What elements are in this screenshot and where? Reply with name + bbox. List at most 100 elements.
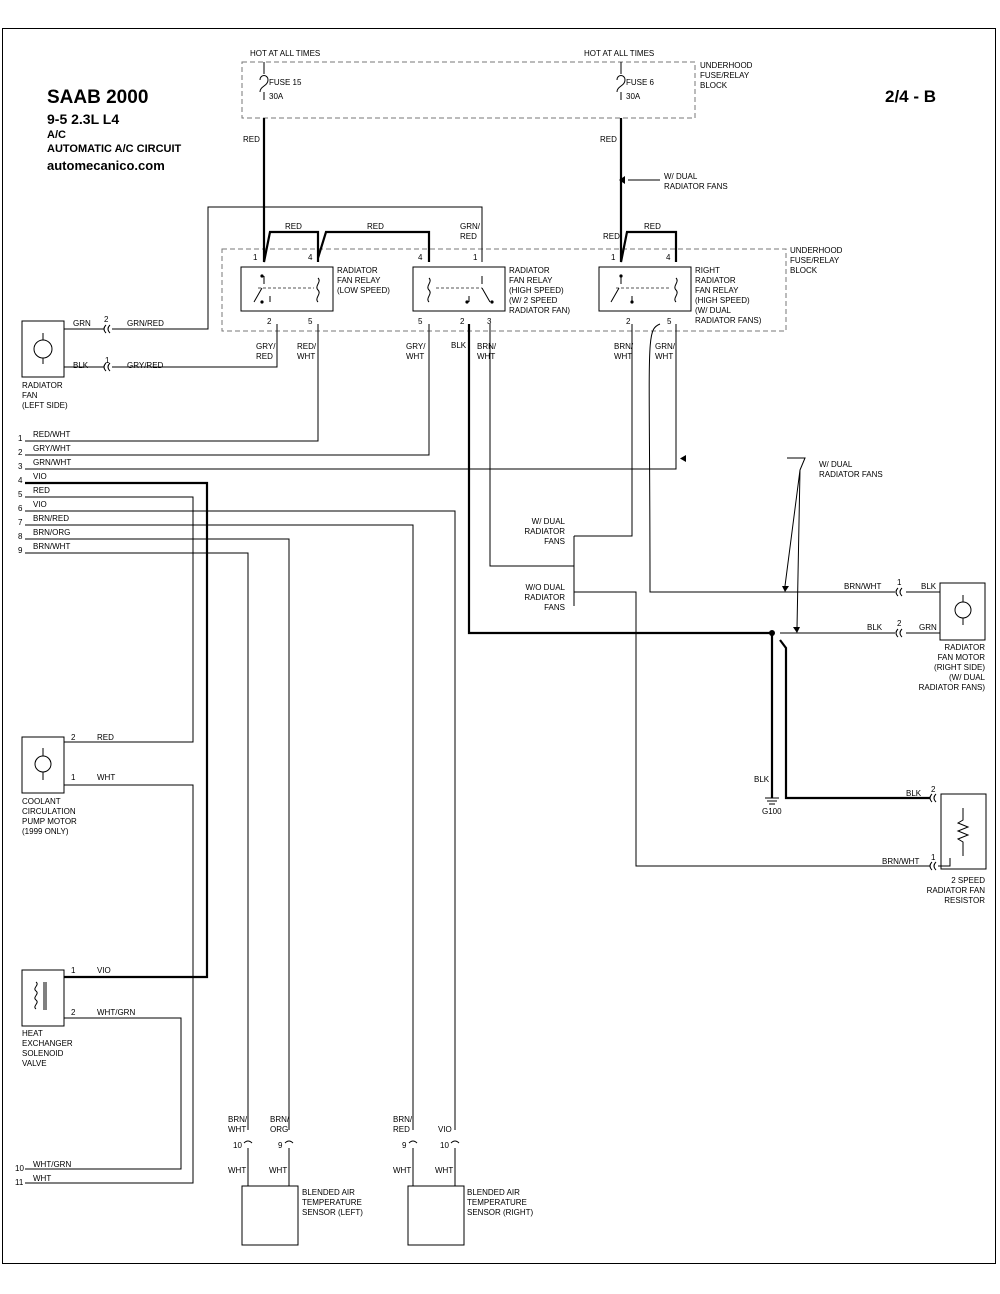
relay1-pin5: 5	[308, 317, 313, 326]
wire-blk-ground: BLK	[754, 775, 770, 784]
wire-brn-wht-rfan: BRN/WHT	[844, 582, 882, 591]
row-color: BRN/RED	[33, 514, 70, 523]
wire-red-pump: RED	[97, 733, 114, 742]
wire-grn-wht-relay3: GRN/ WHT	[655, 342, 675, 361]
relay2-pin4: 4	[418, 253, 423, 262]
wire-wht-grn-solenoid: WHT/GRN	[97, 1008, 136, 1017]
fuse-block-label: UNDERHOOD FUSE/RELAY BLOCK	[700, 61, 753, 90]
left-fan-pin1: 1	[105, 356, 110, 365]
wire-vio-sensor-right: VIO	[438, 1125, 452, 1134]
pump-motor-symbol	[34, 755, 52, 773]
relay1-pin2: 2	[267, 317, 272, 326]
row-pin: 8	[18, 532, 23, 541]
circuit-name: AUTOMATIC A/C CIRCUIT	[47, 143, 182, 155]
engine-spec: 9-5 2.3L L4	[47, 111, 120, 127]
left-fan-box	[21, 320, 65, 378]
relay-right-label: RIGHT RADIATOR FAN RELAY (HIGH SPEED) (W…	[695, 266, 762, 325]
solenoid-pin2: 2	[71, 1008, 76, 1017]
wire-gry-red-stack: GRY/ RED	[256, 342, 276, 361]
solenoid-label: HEAT EXCHANGER SOLENOID VALVE	[22, 1029, 73, 1068]
relay2-pin5: 5	[418, 317, 423, 326]
wire-brn-wht-resistor: BRN/WHT	[882, 857, 920, 866]
relay3-pin4: 4	[666, 253, 671, 262]
left-fan-label: RADIATOR FAN (LEFT SIDE)	[22, 381, 68, 410]
rfan-pin2: 2	[897, 619, 902, 628]
wire-red-bus1: RED	[285, 222, 302, 231]
left-fan-pin2: 2	[104, 315, 109, 324]
wire-brn-wht-relay3: BRN/ WHT	[614, 342, 634, 361]
relay-low-box	[240, 266, 334, 312]
sensor-right-label: BLENDED AIR TEMPERATURE SENSOR (RIGHT)	[467, 1188, 534, 1217]
sensor-left-pin9: 9	[278, 1141, 283, 1150]
wire-grn-red-relay: GRN/ RED	[460, 222, 480, 241]
relay2-pin3: 3	[487, 317, 492, 326]
wire-blk-resistor: BLK	[906, 789, 922, 798]
wire-grn-red: GRN/RED	[127, 319, 164, 328]
wire-blk-rfan: BLK	[921, 582, 937, 591]
relay1-pin4: 4	[308, 253, 313, 262]
relay3-pin1: 1	[611, 253, 616, 262]
pump-box	[21, 736, 65, 794]
wire-gry-wht-stack: GRY/ WHT	[406, 342, 426, 361]
wire-brn-org-sensor-left: BRN/ ORG	[270, 1115, 290, 1134]
sensor-right-box	[407, 1185, 465, 1246]
wire-vio-solenoid: VIO	[97, 966, 111, 975]
wire-brn-wht-relay2: BRN/ WHT	[477, 342, 497, 361]
row-color: WHT	[33, 1174, 52, 1183]
wire-wht-sensor-right1: WHT	[393, 1166, 412, 1175]
fuse15-amp: 30A	[269, 92, 284, 101]
row-color: GRN/WHT	[33, 458, 72, 467]
wire-red-right: RED	[600, 135, 617, 144]
row-pin: 1	[18, 434, 23, 443]
relay-high-box	[412, 266, 506, 312]
resistor-pin2: 2	[931, 785, 936, 794]
rfan-pin1: 1	[897, 578, 902, 587]
hot-label-right: HOT AT ALL TIMES	[584, 49, 655, 58]
right-fan-motor-symbol	[954, 601, 972, 619]
site-name: automecanico.com	[47, 158, 165, 173]
sensor-right-pin9: 9	[402, 1141, 407, 1150]
wire-wht-sensor-right2: WHT	[435, 1166, 454, 1175]
relay-high-label: RADIATOR FAN RELAY (HIGH SPEED) (W/ 2 SP…	[509, 266, 571, 315]
row-color: WHT/GRN	[33, 1160, 72, 1169]
relay-low-label: RADIATOR FAN RELAY (LOW SPEED)	[337, 266, 390, 295]
wire-red-wht-stack: RED/ WHT	[297, 342, 317, 361]
fuse6-label: FUSE 6	[626, 78, 655, 87]
right-fan-box	[939, 582, 986, 641]
relay-right-box	[598, 266, 692, 312]
fuse6-amp: 30A	[626, 92, 641, 101]
wire-blk-rfan2: BLK	[867, 623, 883, 632]
wire-red-left: RED	[243, 135, 260, 144]
pump-pin2: 2	[71, 733, 76, 742]
pump-label: COOLANT CIRCULATION PUMP MOTOR (1999 ONL…	[22, 797, 77, 836]
hot-label-left: HOT AT ALL TIMES	[250, 49, 321, 58]
row-pin: 11	[15, 1178, 24, 1187]
note-with-dual: W/ DUAL RADIATOR FANS	[524, 517, 565, 546]
relay1-pin1: 1	[253, 253, 258, 262]
row-color: BRN/WHT	[33, 542, 71, 551]
wire-brn-red-sensor-right: BRN/ RED	[393, 1115, 413, 1134]
row-pin: 10	[15, 1164, 24, 1173]
relay-block-label: UNDERHOOD FUSE/RELAY BLOCK	[790, 246, 843, 275]
solenoid-box	[21, 969, 65, 1027]
row-color: VIO	[33, 500, 47, 509]
row-pin: 2	[18, 448, 23, 457]
wire-blk-left-fan: BLK	[73, 361, 89, 370]
left-fan-motor-symbol	[33, 339, 53, 359]
note-dual-fans-top: W/ DUAL RADIATOR FANS	[664, 172, 728, 191]
system-name: A/C	[47, 129, 66, 141]
fuse15-label: FUSE 15	[269, 78, 302, 87]
wire-blk-relay2: BLK	[451, 341, 467, 350]
wire-gry-red: GRY/RED	[127, 361, 164, 370]
wire-grn-left-fan: GRN	[73, 319, 91, 328]
resistor-pin1: 1	[931, 853, 936, 862]
ground-label: G100	[762, 807, 782, 816]
vehicle-make: SAAB 2000	[47, 87, 149, 108]
page-number: 2/4 - B	[885, 87, 937, 106]
fuse-block-outline	[241, 61, 696, 119]
relay2-pin2: 2	[460, 317, 465, 326]
row-pin: 9	[18, 546, 23, 555]
wire-red-relay3: RED	[603, 232, 620, 241]
row-color: VIO	[33, 472, 47, 481]
